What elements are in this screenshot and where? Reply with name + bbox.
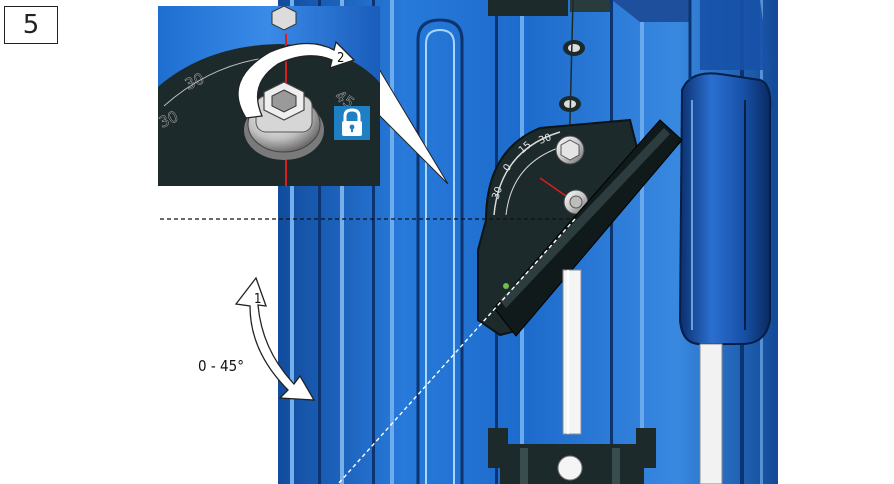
svg-text:30: 30 <box>537 132 553 147</box>
svg-text:30: 30 <box>490 185 505 201</box>
step-number: 5 <box>22 10 40 40</box>
inset-illustration: . 30 30 45 <box>158 6 380 186</box>
svg-text:30: 30 <box>158 107 181 131</box>
diagonal-arm <box>493 119 683 337</box>
slot-holes <box>559 0 585 201</box>
right-post <box>678 0 772 484</box>
inset-detail: . 30 30 45 <box>158 6 380 186</box>
reference-lines <box>160 218 576 484</box>
arrow-2-label: 2 <box>337 51 345 66</box>
step-number-box: 5 <box>4 6 58 44</box>
arrow-1-label: 1 <box>254 292 262 307</box>
center-rod <box>562 269 582 435</box>
top-clamp <box>488 0 690 22</box>
angle-range-label: 0 - 45° <box>198 357 244 375</box>
rotate-arrow-icon <box>237 40 356 119</box>
svg-text:0: 0 <box>501 162 514 174</box>
lower-clamp <box>488 428 656 484</box>
lock-icon <box>334 106 370 140</box>
double-arrow-icon <box>234 276 316 401</box>
